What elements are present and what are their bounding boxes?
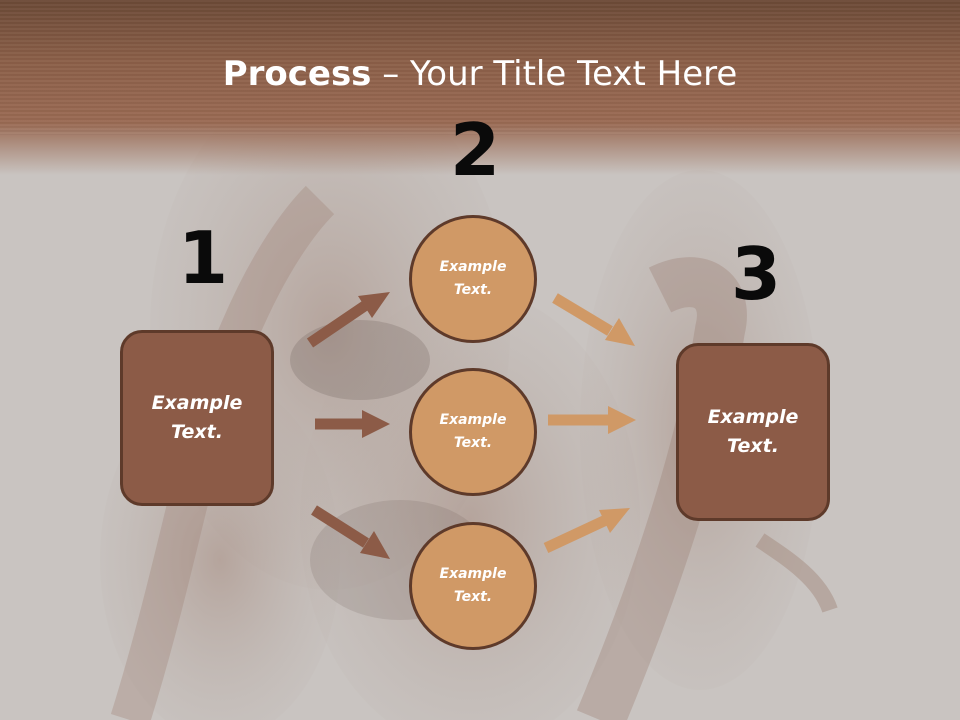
arrow-icon	[543, 508, 630, 553]
circle-middle-line2: Text.	[453, 435, 493, 451]
circle-top-line1: Example	[439, 259, 507, 275]
circle-top-line2: Text.	[453, 282, 493, 298]
slide-title: Process – Your Title Text Here	[0, 52, 960, 96]
title-bold: Process	[222, 54, 372, 94]
arrow-icon	[552, 293, 635, 346]
step-1-line1: Example	[151, 392, 243, 414]
arrow-icon	[311, 505, 390, 559]
circle-bottom-line1: Example	[439, 566, 507, 582]
step-1-line2: Text.	[171, 421, 223, 443]
arrow-icon	[306, 292, 390, 348]
arrow-icon	[315, 410, 390, 438]
title-rest: – Your Title Text Here	[371, 54, 738, 94]
step-3-line2: Text.	[727, 435, 779, 457]
circle-bottom-line2: Text.	[453, 589, 493, 605]
header-stripes	[0, 0, 960, 135]
step-3-line1: Example	[707, 406, 799, 428]
step-number-3: 3	[731, 232, 782, 316]
arrow-icon	[548, 406, 636, 434]
step-number-2: 2	[450, 108, 501, 192]
circle-middle-line1: Example	[439, 412, 507, 428]
step-number-1: 1	[178, 216, 229, 300]
header-band	[0, 0, 960, 175]
